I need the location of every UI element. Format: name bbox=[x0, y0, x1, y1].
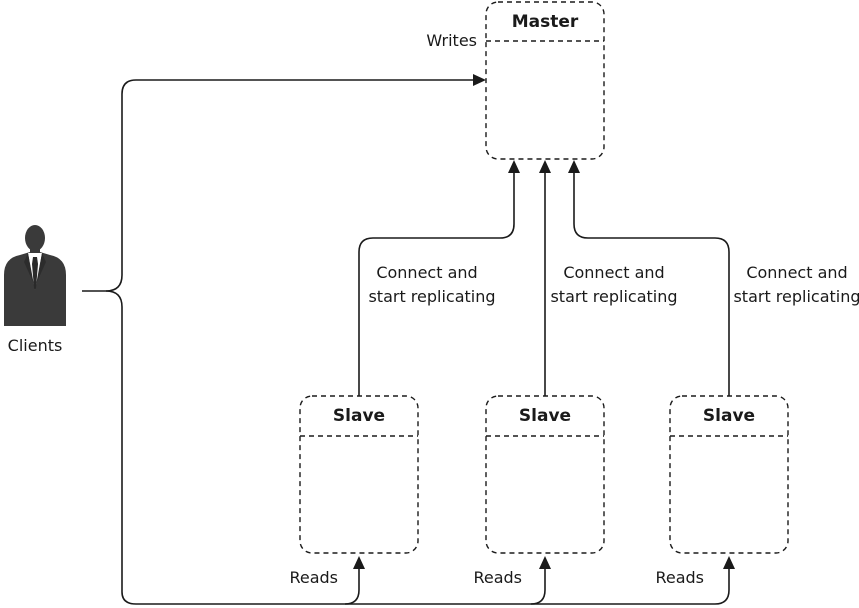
clients-label: Clients bbox=[8, 336, 63, 355]
slave-node-1: Slave bbox=[299, 395, 419, 554]
reads-line-1 bbox=[105, 290, 360, 605]
reads-label: Reads bbox=[655, 568, 704, 587]
arrow-right-icon bbox=[473, 74, 486, 86]
slave-title: Slave bbox=[333, 406, 385, 426]
arrow-up-icon bbox=[539, 556, 551, 569]
replication-line-3 bbox=[573, 170, 730, 396]
connect-label-line2: start replicating bbox=[368, 287, 495, 306]
connect-label-line2: start replicating bbox=[733, 287, 859, 306]
connect-label-line2: start replicating bbox=[550, 287, 677, 306]
writes-label: Writes bbox=[426, 31, 477, 50]
slave-title: Slave bbox=[703, 406, 755, 426]
connect-label-line1: Connect and bbox=[563, 263, 664, 282]
clients-node: Clients bbox=[4, 225, 66, 355]
connect-label-line1: Connect and bbox=[376, 263, 477, 282]
arrow-up-icon bbox=[353, 556, 365, 569]
client-connectors bbox=[82, 74, 735, 605]
replication-connectors bbox=[358, 160, 730, 396]
arrow-up-icon bbox=[508, 160, 520, 173]
slave-node-2: Slave bbox=[485, 395, 605, 554]
slave-node-3: Slave bbox=[669, 395, 789, 554]
reads-label: Reads bbox=[289, 568, 338, 587]
connect-label-line1: Connect and bbox=[746, 263, 847, 282]
reads-line-3 bbox=[531, 568, 730, 605]
arrow-up-icon bbox=[539, 160, 551, 173]
reads-label: Reads bbox=[473, 568, 522, 587]
master-title: Master bbox=[512, 12, 579, 32]
arrow-up-icon bbox=[568, 160, 580, 173]
replication-line-1 bbox=[358, 170, 515, 396]
writes-line bbox=[82, 79, 474, 292]
master-node: Master bbox=[485, 1, 605, 160]
businessman-icon bbox=[4, 225, 66, 326]
arrow-up-icon bbox=[723, 556, 735, 569]
slave-title: Slave bbox=[519, 406, 571, 426]
replication-labels: Connect and start replicating Connect an… bbox=[368, 263, 859, 306]
